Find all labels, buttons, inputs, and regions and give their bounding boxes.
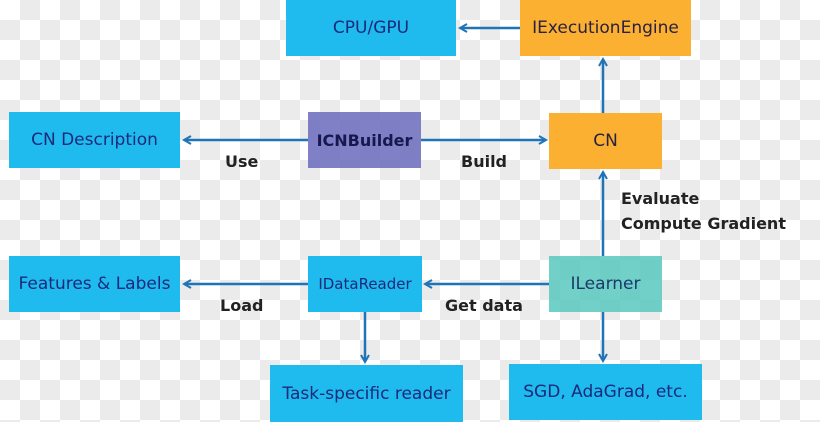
node-learner: ILearner [549, 256, 662, 312]
node-optimizers: SGD, AdaGrad, etc. [509, 364, 702, 420]
node-data-reader: IDataReader [308, 256, 422, 312]
node-label: SGD, AdaGrad, etc. [523, 382, 688, 402]
node-label: CN Description [31, 130, 158, 150]
node-label: IDataReader [318, 275, 412, 293]
node-label: Task-specific reader [282, 383, 451, 404]
node-cn: CN [549, 113, 662, 169]
node-cpu-gpu: CPU/GPU [286, 0, 456, 56]
node-label: ICNBuilder [316, 130, 413, 150]
edge-label-evaluate: Evaluate [621, 189, 700, 208]
node-cn-builder: ICNBuilder [308, 112, 421, 168]
node-label: IExecutionEngine [532, 18, 679, 38]
edge-label-build: Build [461, 152, 508, 171]
edge-label-use: Use [225, 152, 259, 171]
node-label: ILearner [570, 274, 641, 294]
node-label: CPU/GPU [332, 18, 410, 38]
node-label: Features & Labels [18, 274, 171, 294]
node-task-reader: Task-specific reader [270, 365, 463, 422]
node-label: CN [593, 131, 618, 151]
edge-label-load: Load [220, 296, 264, 315]
node-cn-description: CN Description [9, 112, 180, 168]
edge-label-compute-gradient: Compute Gradient [621, 214, 786, 233]
edge-label-get-data: Get data [445, 296, 523, 315]
node-features-labels: Features & Labels [9, 256, 180, 312]
node-execution-engine: IExecutionEngine [520, 0, 691, 56]
